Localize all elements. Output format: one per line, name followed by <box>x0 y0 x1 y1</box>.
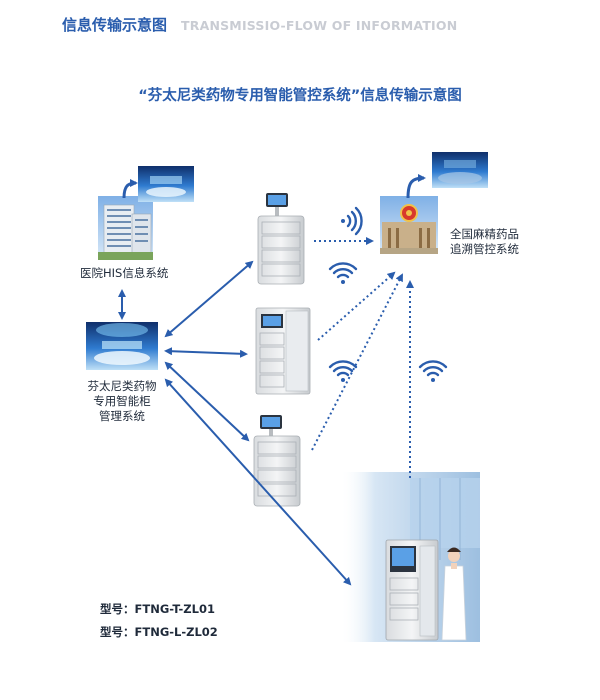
hospital-corridor-icon <box>340 472 480 642</box>
cabinet-management-line-1: 芬太尼类药物 <box>87 379 157 393</box>
national-system-line-2: 追溯管控系统 <box>450 242 519 256</box>
wifi-icon <box>328 262 358 284</box>
control-room-icon <box>138 166 194 202</box>
arrow-management-cabinet-2 <box>164 347 248 358</box>
control-room-icon <box>86 322 158 370</box>
model-1-label: 型号：FTNG-T-ZL01 <box>100 602 215 616</box>
model-2-label: 型号：FTNG-L-ZL02 <box>100 625 218 639</box>
header-title-cn: 信息传输示意图 <box>62 16 168 34</box>
wifi-icon <box>418 360 448 382</box>
dotted-arrow-cabinet-2 <box>317 271 396 341</box>
wifi-icon <box>341 206 363 236</box>
nurse-icon <box>441 547 467 641</box>
smart-cabinet-icon <box>257 193 305 285</box>
header: 信息传输示意图 TRANSMISSIO-FLOW OF INFORMATION <box>62 14 457 42</box>
national-system-line-1: 全国麻精药品 <box>450 227 519 241</box>
hospital-his-label: 医院HIS信息系统 <box>80 266 169 280</box>
curved-arrow-icon <box>122 179 138 199</box>
dotted-arrow-cabinet-3 <box>311 273 403 451</box>
cabinet-management-line-3: 管理系统 <box>99 409 145 423</box>
smart-cabinet-icon <box>385 539 439 641</box>
national-system-label: 全国麻精药品 追溯管控系统 <box>450 227 519 257</box>
arrow-management-cabinet-3 <box>164 361 250 442</box>
curved-arrow-icon <box>406 174 426 199</box>
wifi-icon <box>328 360 358 382</box>
smart-cabinet-icon <box>255 307 311 395</box>
arrow-management-corridor <box>164 378 352 586</box>
cabinet-management-line-2: 专用智能柜 <box>93 394 151 408</box>
diagram-title: “芬太尼类药物专用智能管控系统”信息传输示意图 <box>138 88 462 104</box>
control-room-icon <box>432 152 488 188</box>
hospital-building-icon <box>98 196 153 260</box>
smart-cabinet-icon <box>253 415 301 507</box>
arrow-management-cabinet-1 <box>164 260 254 338</box>
header-title-en: TRANSMISSIO-FLOW OF INFORMATION <box>181 18 458 33</box>
dotted-arrows <box>311 237 414 478</box>
cabinet-management-label: 芬太尼类药物 专用智能柜 管理系统 <box>72 379 172 424</box>
connection-arrows <box>118 260 352 586</box>
government-building-icon <box>380 196 438 254</box>
